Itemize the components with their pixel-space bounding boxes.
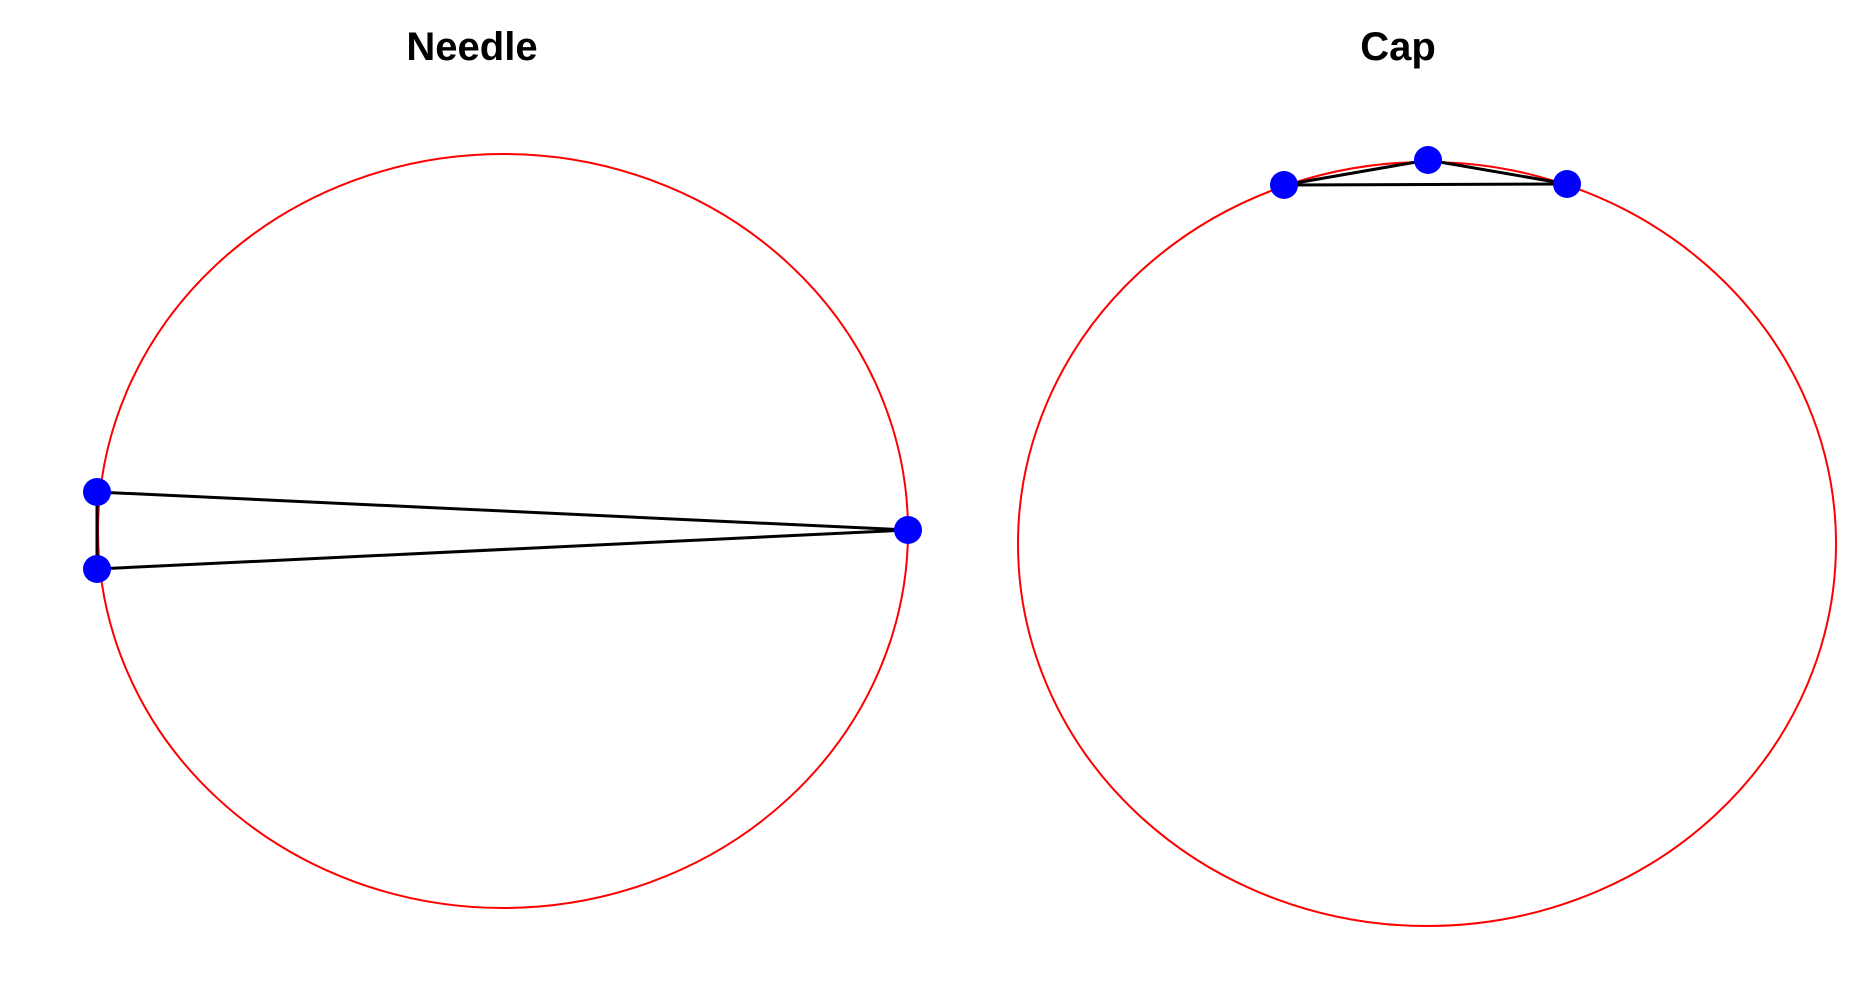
needle-panel: Needle (83, 25, 922, 909)
needle-vertices (83, 478, 922, 583)
cap-triangle (1283, 158, 1568, 187)
cap-vertices (1270, 146, 1581, 199)
cap-vertex-1 (1270, 171, 1298, 199)
needle-edge-1 (96, 490, 909, 532)
needle-vertex-3 (894, 516, 922, 544)
cap-edge-2 (1427, 158, 1568, 186)
needle-edge-2 (96, 528, 909, 571)
cap-vertex-3 (1553, 170, 1581, 198)
cap-edge-3 (1283, 182, 1568, 187)
cap-edge-1 (1283, 158, 1429, 187)
cap-vertex-2 (1414, 146, 1442, 174)
needle-circumcircle (97, 153, 909, 909)
needle-vertex-1 (83, 478, 111, 506)
needle-vertex-2 (83, 555, 111, 583)
cap-circumcircle (1017, 161, 1837, 927)
needle-panel-title: Needle (406, 25, 537, 69)
cap-panel-title: Cap (1360, 25, 1436, 69)
cap-panel: Cap (1017, 25, 1837, 927)
needle-triangle (95, 490, 909, 571)
